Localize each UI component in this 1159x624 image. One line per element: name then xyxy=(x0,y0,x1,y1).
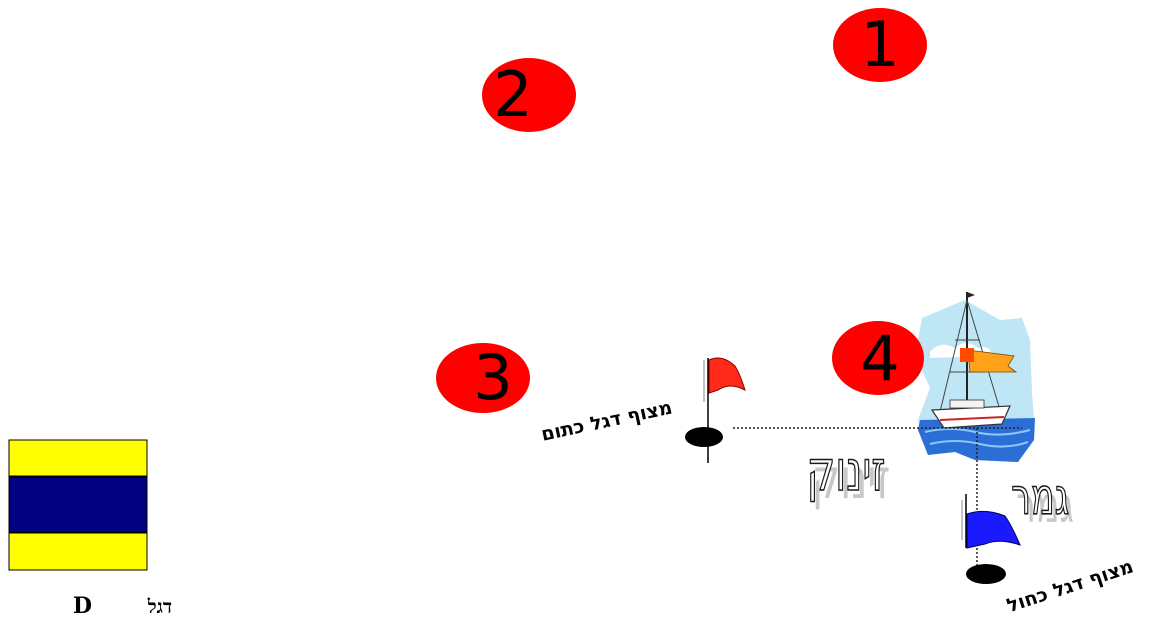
course-mark-1: 1 xyxy=(833,8,927,82)
red-flag-buoy xyxy=(685,358,745,463)
d-signal-flag xyxy=(9,440,147,570)
start-label-text: זינוק xyxy=(807,438,886,503)
sailboat-icon xyxy=(915,292,1035,462)
blue-flag-buoy-label: מצוף דגל כחול xyxy=(1004,555,1136,617)
course-mark-2: 2 xyxy=(482,58,576,132)
finish-label-text: גמר xyxy=(1011,469,1069,527)
start-label: זינוק זינוק xyxy=(807,438,891,511)
finish-label: גמר גמר xyxy=(1011,469,1074,535)
d-flag-caption: D דגל xyxy=(73,593,172,619)
red-flag-buoy-label: מצוף דגל כתום xyxy=(539,397,674,446)
d-flag-caption-letter: D xyxy=(73,593,92,619)
course-mark-4: 4 xyxy=(832,321,924,395)
course-mark-3: 3 xyxy=(436,341,530,414)
d-flag-caption-word: דגל xyxy=(147,596,172,618)
course-mark-3-label: 3 xyxy=(473,341,512,414)
course-mark-1-label: 1 xyxy=(860,8,899,81)
course-mark-2-label: 2 xyxy=(493,58,532,131)
course-mark-4-label: 4 xyxy=(860,322,899,395)
red-flag-icon xyxy=(709,358,745,393)
